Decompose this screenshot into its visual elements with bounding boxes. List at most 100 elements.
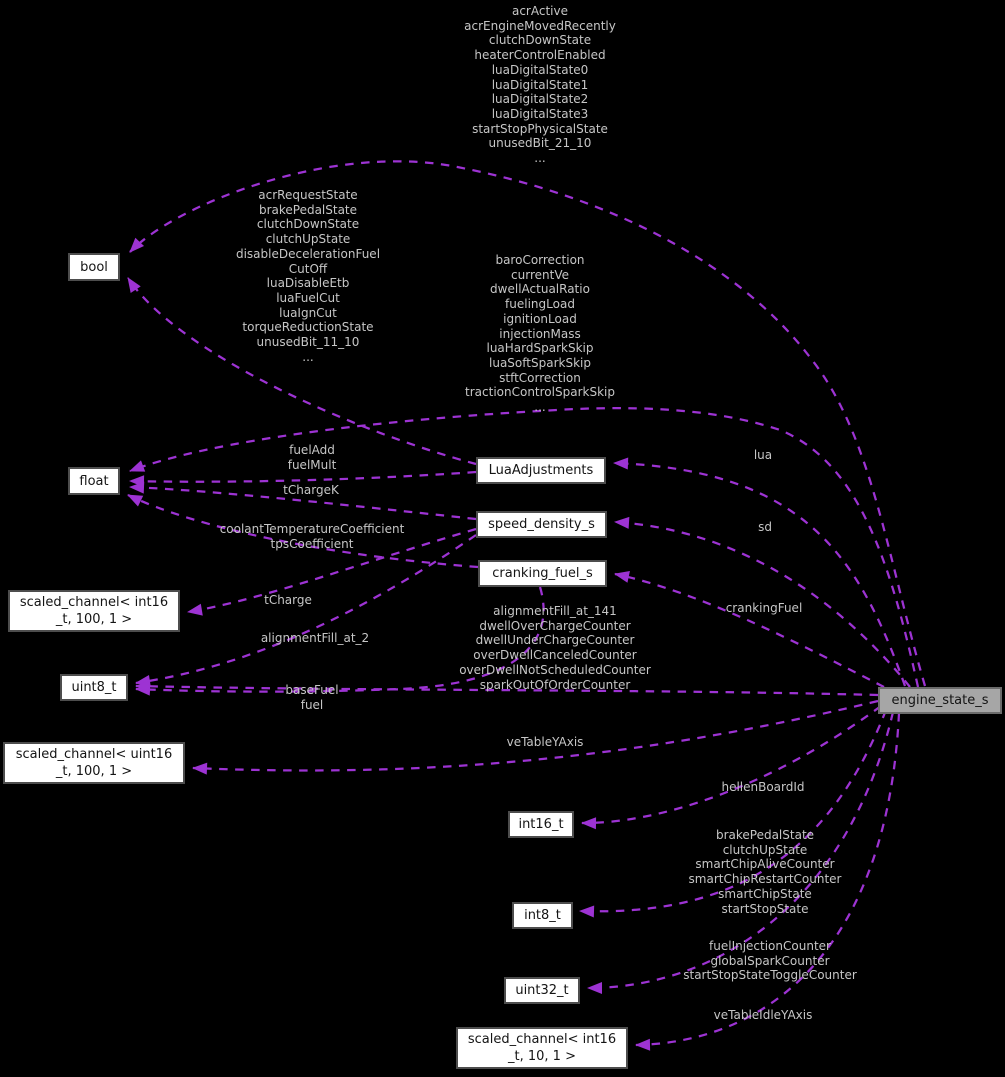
edge-label-line: hellenBoardId — [721, 780, 805, 794]
class-node-lua-adjustments[interactable]: LuaAdjustments — [476, 457, 606, 484]
edge-label-line: startStopState — [721, 901, 809, 916]
edge-label-line: veTableIdleYAxis — [713, 1008, 813, 1022]
class-node-bool[interactable]: bool — [68, 253, 120, 281]
edge-label-line: baroCorrection — [495, 253, 585, 267]
class-node-label: bool — [80, 259, 108, 275]
edge-label-line: clutchDownState — [256, 217, 360, 232]
class-node-label: scaled_channel< int16 — [467, 1032, 617, 1047]
edge-label-vetableyaxis: veTableYAxis — [507, 735, 584, 750]
edge-label-line: smartChipAliveCounter — [695, 857, 835, 872]
class-node-label: engine_state_s — [891, 693, 989, 708]
edge-label-line: tChargeK — [283, 483, 339, 497]
edge-label-line: unusedBit_21_10 — [488, 136, 592, 151]
edge-label-line: tractionControlSparkSkip — [465, 385, 615, 400]
edge-label-line: stftCorrection — [499, 370, 581, 385]
edge-label-line: ignitionLoad — [503, 311, 577, 326]
edge-sd-to-float — [129, 481, 477, 521]
class-node-label: scaled_channel< uint16 — [15, 747, 173, 762]
class-node-label: LuaAdjustments — [488, 463, 594, 478]
edge-label-line: alignmentFill_at_2 — [260, 631, 370, 645]
edge-label-line: luaIgnCut — [279, 305, 337, 320]
edge-label-line: luaDisableEtb — [266, 276, 350, 291]
edge-label-line: tpsCoefficient — [270, 536, 354, 551]
edge-label-line: heaterControlEnabled — [474, 48, 606, 63]
edge-label-line: clutchUpState — [722, 842, 808, 857]
class-node-label: _t, 100, 1 > — [55, 764, 133, 779]
edge-label-line: dwellUnderChargeCounter — [475, 633, 635, 648]
class-node-float[interactable]: float — [68, 467, 120, 495]
edge-label-line: fuelMult — [287, 457, 337, 472]
class-node-engine-state-s[interactable]: engine_state_s — [878, 687, 1002, 714]
edge-label-hellenboardid: hellenBoardId — [721, 780, 804, 795]
edge-sd-to-uint8 — [135, 534, 477, 687]
class-node-scaled-channel-int16-100[interactable]: scaled_channel< int16_t, 100, 1 > — [8, 590, 180, 632]
edge-label-vetableidleyaxis: veTableIdleYAxis — [714, 1008, 813, 1023]
edge-label-line: ... — [534, 151, 546, 166]
class-node-uint8-t[interactable]: uint8_t — [60, 674, 128, 701]
edge-label-line: disableDecelerationFuel — [235, 246, 381, 261]
edge-label-line: coolantTemperatureCoefficient — [219, 522, 405, 536]
edge-es-to-float — [129, 407, 920, 688]
edge-label-line: sd — [758, 520, 772, 534]
edge-es-to-sc_uint16_100 — [192, 699, 879, 775]
class-node-label: cranking_fuel_s — [492, 566, 593, 581]
class-node-scaled-channel-int16-10[interactable]: scaled_channel< int16 _t, 10, 1 > — [456, 1027, 628, 1069]
edge-label-line: lua — [753, 448, 773, 462]
edge-es-to-cf — [614, 571, 885, 689]
class-node-label: _t, 10, 1 > — [508, 1049, 576, 1064]
edge-label-line: brakePedalState — [715, 828, 815, 842]
edge-label-line: currentVe — [511, 267, 569, 282]
class-node-cranking-fuel-s[interactable]: cranking_fuel_s — [478, 560, 607, 587]
edge-label-line: overDwellCanceledCounter — [473, 648, 637, 663]
class-node-label: speed_density_s — [488, 517, 595, 532]
edge-label-line: clutchUpState — [265, 232, 351, 247]
edge-label-line: fuelingLoad — [505, 297, 575, 312]
edge-label-line: startStopPhysicalState — [472, 121, 608, 136]
edge-label-line: CutOff — [288, 261, 328, 276]
edge-label-line: fuel — [300, 697, 324, 712]
class-node-label: _t, 100, 1 > — [55, 612, 133, 627]
edge-label-alignmentfill-at-2: alignmentFill_at_2 — [261, 631, 369, 646]
edge-label-line: ... — [302, 349, 314, 364]
edge-luaadj-to-float — [129, 470, 477, 488]
edge-label-line: luaDigitalState3 — [491, 106, 589, 121]
edge-label-line: dwellActualRatio — [490, 282, 590, 297]
edge-es-to-int16 — [581, 705, 882, 830]
edge-label-tcharge: tCharge — [264, 593, 312, 608]
class-node-scaled-channel-uint16-100[interactable]: scaled_channel< uint16 _t, 100, 1 > — [3, 742, 185, 784]
edge-label-line: startStopStateToggleCounter — [683, 968, 857, 983]
edge-label-crankingfuel: crankingFuel — [726, 601, 803, 616]
edge-label-line: fuelAdd — [289, 443, 335, 457]
edge-label-line: luaDigitalState1 — [491, 77, 589, 92]
edge-label-line: globalSparkCounter — [710, 953, 830, 968]
edge-luaadj-to-bool — [127, 277, 477, 466]
class-node-uint32-t[interactable]: uint32_t — [504, 977, 580, 1004]
edge-label-line: luaSoftSparkSkip — [489, 355, 591, 370]
edge-label-line: smartChipState — [718, 886, 812, 901]
edge-label-line: luaDigitalState0 — [491, 62, 589, 77]
class-node-int8-t[interactable]: int8_t — [512, 902, 573, 929]
edge-label-line: brakePedalState — [258, 202, 358, 217]
edge-label-line: veTableYAxis — [506, 735, 584, 749]
class-node-speed-density-s[interactable]: speed_density_s — [476, 511, 607, 538]
edge-label-tchargek: tChargeK — [283, 483, 339, 498]
edge-es-to-uint8 — [135, 680, 879, 697]
edge-es-to-bool — [129, 160, 927, 687]
edge-label-line: sparkOutOfOrderCounter — [479, 677, 631, 692]
edge-label-line: alignmentFill_at_141 — [493, 604, 617, 618]
edge-es-to-luaadj — [613, 457, 907, 687]
edge-label-line: tCharge — [264, 593, 312, 607]
edge-label-line: smartChipRestartCounter — [688, 872, 842, 887]
edge-label-line: luaFuelCut — [276, 290, 340, 305]
edge-label-line: fuelInjectionCounter — [709, 939, 831, 953]
class-node-int16-t[interactable]: int16_t — [508, 811, 574, 838]
edge-es-to-uint32 — [587, 711, 895, 994]
edge-es-to-int8 — [579, 709, 888, 918]
